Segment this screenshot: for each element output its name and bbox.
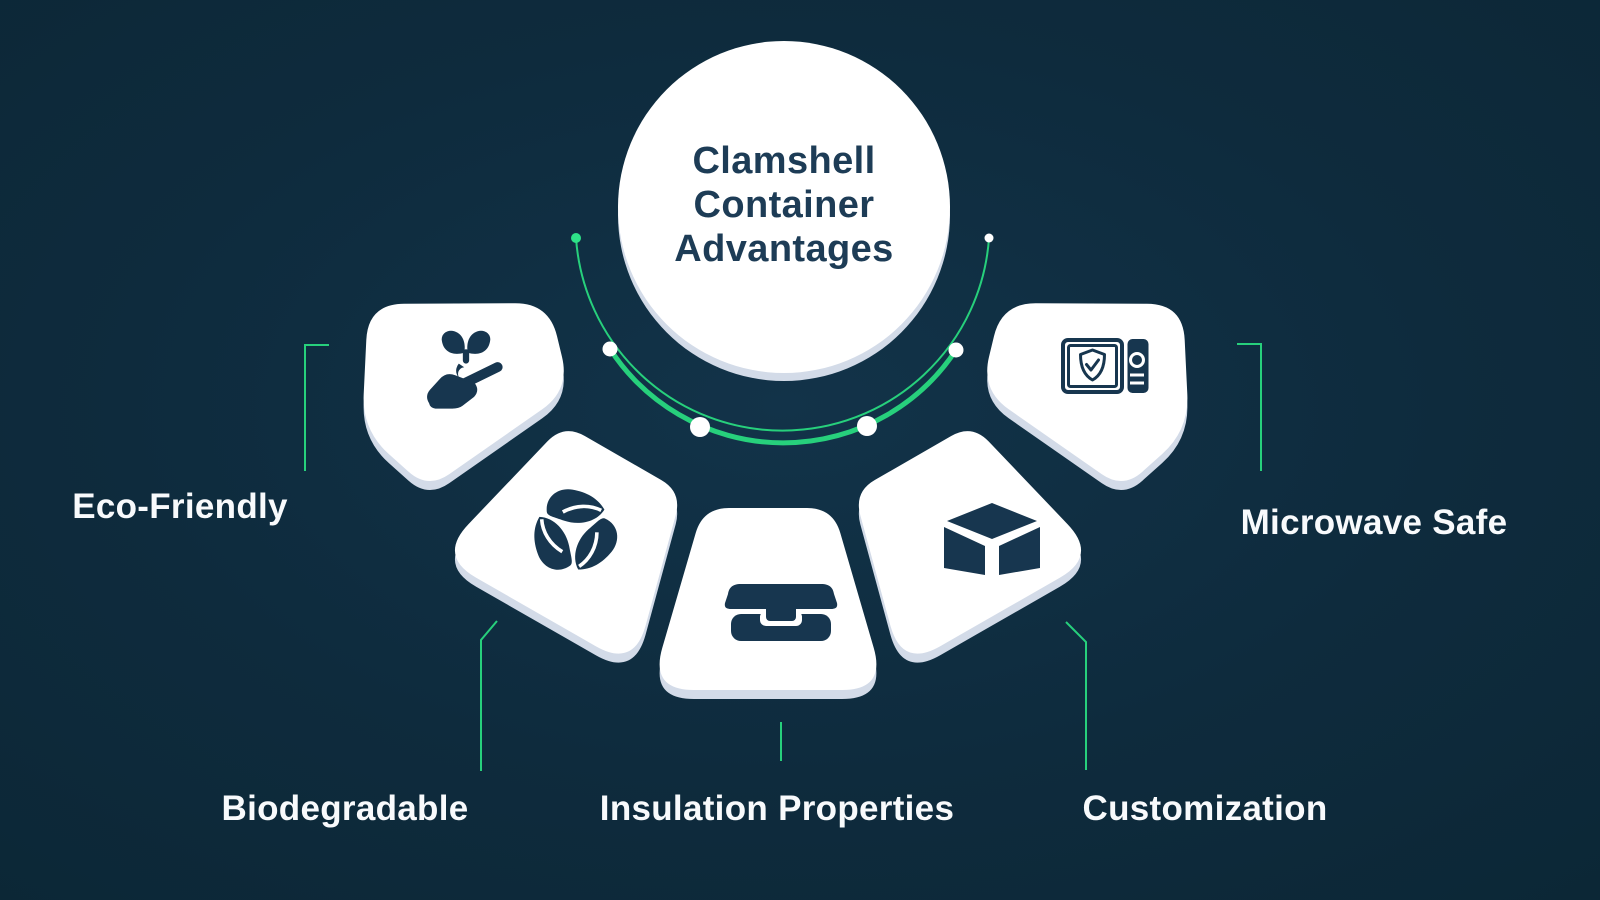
arc-endpoint-dot-right bbox=[984, 233, 994, 243]
hub-title-line: Advantages bbox=[674, 228, 894, 270]
recycle-leaves-icon bbox=[534, 489, 618, 570]
hub-title-line: Clamshell bbox=[692, 140, 876, 182]
arc-node-dot bbox=[690, 417, 710, 437]
hub-circle bbox=[618, 41, 950, 373]
label-biodegradable: Biodegradable bbox=[221, 789, 469, 828]
icon-layer bbox=[427, 330, 1149, 641]
connector-customization bbox=[1065, 621, 1087, 770]
cube-icon bbox=[944, 503, 1040, 575]
arc-node-dot bbox=[948, 342, 964, 358]
connector-eco-friendly bbox=[304, 344, 329, 471]
hub-title: Clamshell Container Advantages bbox=[574, 139, 994, 271]
label-microwave-safe: Microwave Safe bbox=[1240, 503, 1508, 542]
label-insulation: Insulation Properties bbox=[599, 789, 955, 828]
timeline-arc bbox=[575, 237, 990, 446]
hub-title-line: Container bbox=[693, 184, 875, 226]
connector-biodegradable bbox=[480, 620, 498, 771]
label-eco-friendly: Eco-Friendly bbox=[72, 487, 288, 526]
arc-endpoint-dot-left bbox=[571, 233, 581, 243]
microwave-shield-icon bbox=[1061, 338, 1149, 394]
connector-microwave-safe bbox=[1237, 343, 1262, 471]
label-connectors bbox=[304, 343, 1262, 771]
arc-dots bbox=[571, 233, 994, 437]
arc-node-dot bbox=[857, 416, 877, 436]
arc-node-dot bbox=[602, 341, 618, 357]
lunchbox-icon bbox=[724, 584, 838, 641]
label-customization: Customization bbox=[1082, 789, 1328, 828]
seedling-hand-icon bbox=[427, 330, 503, 409]
